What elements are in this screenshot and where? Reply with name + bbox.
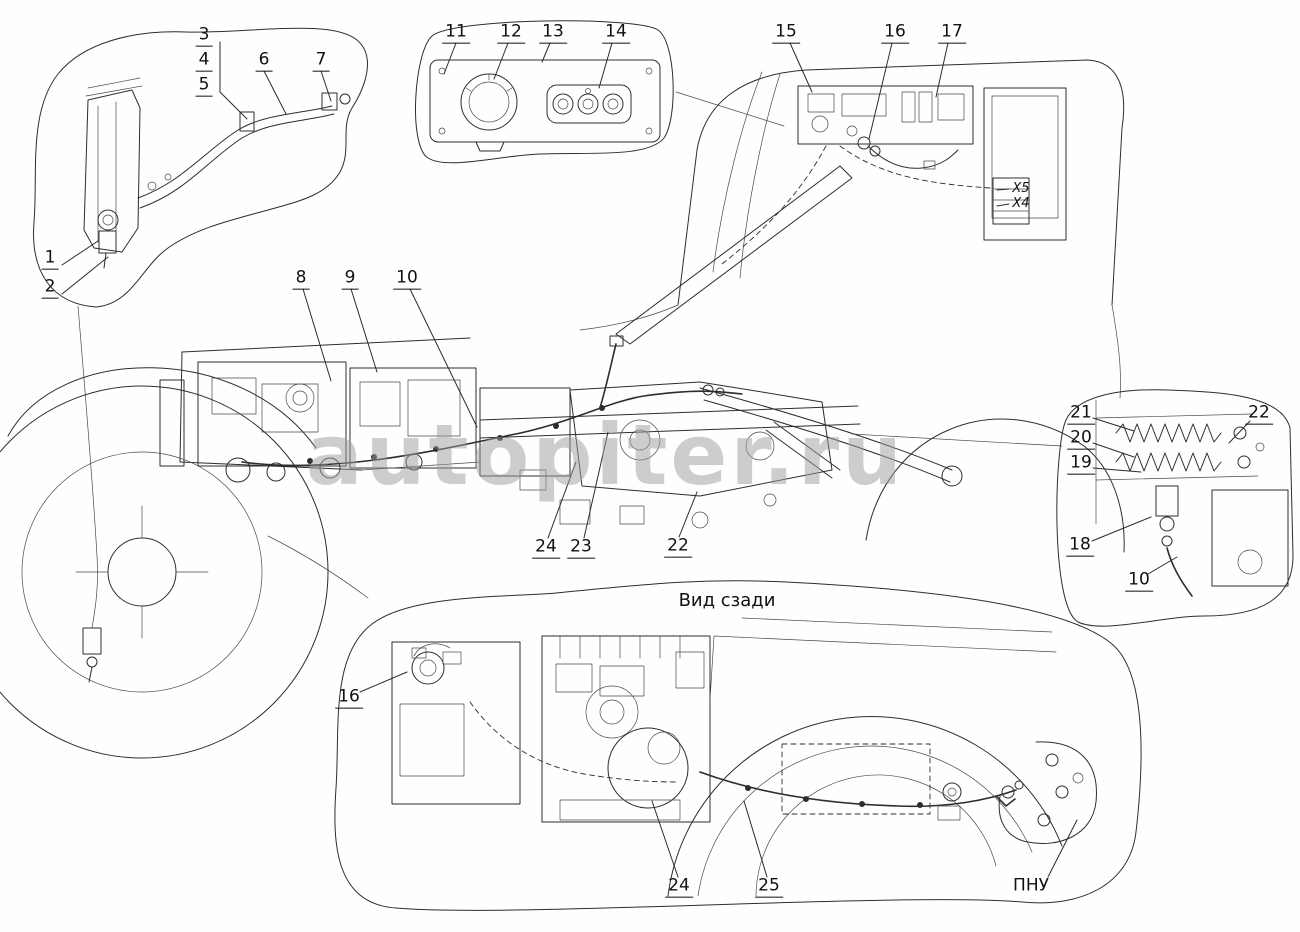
leader-line-6-3	[263, 70, 287, 115]
callout-label-22-21: 22	[664, 536, 692, 558]
leader-line-23-20	[583, 431, 609, 539]
leader-line-7-4	[320, 70, 332, 102]
callout-label-9-17: 9	[341, 268, 359, 290]
callout-label-10-26: 10	[1125, 570, 1153, 592]
leader-line-9-17	[350, 288, 378, 373]
callout-label-17-13: 17	[938, 22, 966, 44]
callout-label-19-24: 19	[1067, 453, 1095, 475]
cab-dashboard-view	[579, 59, 1125, 399]
leader-line-16-12	[868, 42, 893, 140]
callout-label-10-18: 10	[393, 268, 421, 290]
callout-label-X4-15: X4	[1012, 195, 1030, 211]
leader-line-22-27	[1228, 420, 1251, 444]
callout-label-11-7: 11	[442, 22, 470, 44]
leader-line-13-9	[541, 42, 551, 63]
leader-line-10-18	[409, 288, 478, 428]
inset-control-panel-view	[415, 20, 785, 164]
leader-line-ПНУ-32	[1047, 819, 1078, 878]
callout-label-8-16: 8	[292, 268, 310, 290]
leader-line-15-11	[789, 42, 813, 93]
main-side-view	[0, 165, 1125, 759]
leader-line-18-25	[1091, 516, 1152, 542]
callout-label-25-31: 25	[755, 876, 783, 898]
callout-label-16-29: 16	[335, 687, 363, 709]
leader-line-X4-15	[996, 203, 1010, 207]
callout-label-1-5: 1	[41, 248, 59, 270]
leader-lines-layer	[61, 41, 1251, 878]
callout-label-21-22: 21	[1067, 403, 1095, 425]
callout-label-24-19: 24	[532, 537, 560, 559]
leader-line-1-5	[61, 240, 99, 266]
callout-label-Вид сзади-28: Вид сзади	[678, 590, 776, 612]
callout-label-4-1: 4	[195, 50, 213, 72]
leader-line-25-31	[743, 800, 768, 878]
inset-hitch-sensor-detail	[1056, 389, 1294, 627]
leader-line-14-10	[598, 42, 613, 89]
callout-label-20-23: 20	[1067, 428, 1095, 450]
callout-label-5-2: 5	[195, 75, 213, 97]
callout-label-3-0: 3	[195, 25, 213, 47]
leader-line-19-24	[1092, 467, 1142, 473]
callout-label-15-11: 15	[772, 22, 800, 44]
callout-label-22-27: 22	[1245, 403, 1273, 425]
leader-line-24-30	[651, 800, 679, 878]
callout-label-13-9: 13	[539, 22, 567, 44]
callout-label-23-20: 23	[567, 537, 595, 559]
rear-view	[334, 580, 1142, 911]
leader-line-12-8	[493, 42, 509, 80]
leader-line-21-22	[1092, 417, 1135, 432]
leader-line-2-6	[61, 256, 109, 295]
leader-line-16-29	[359, 671, 408, 693]
callout-label-12-8: 12	[497, 22, 525, 44]
inset-fuel-sensor-view	[33, 27, 368, 683]
callout-label-16-12: 16	[881, 22, 909, 44]
callout-label-6-3: 6	[255, 50, 273, 72]
leader-line-8-16	[302, 288, 332, 382]
callout-label-ПНУ-32: ПНУ	[1013, 875, 1049, 896]
leader-line-24-19	[547, 461, 577, 539]
leader-line-11-7	[443, 42, 457, 75]
leader-line-20-23	[1092, 442, 1135, 458]
leader-line-17-13	[935, 42, 949, 98]
leader-line-22-21	[678, 491, 698, 538]
leader-line-5-2	[219, 91, 248, 120]
leader-line-10-26	[1147, 556, 1178, 575]
callout-label-18-25: 18	[1066, 535, 1094, 557]
callout-label-14-10: 14	[602, 22, 630, 44]
callout-label-X5-14: X5	[1012, 180, 1030, 196]
callout-label-2-6: 2	[41, 277, 59, 299]
callout-label-7-4: 7	[312, 50, 330, 72]
callout-label-24-30: 24	[665, 876, 693, 898]
leader-line-X5-14	[996, 188, 1010, 191]
